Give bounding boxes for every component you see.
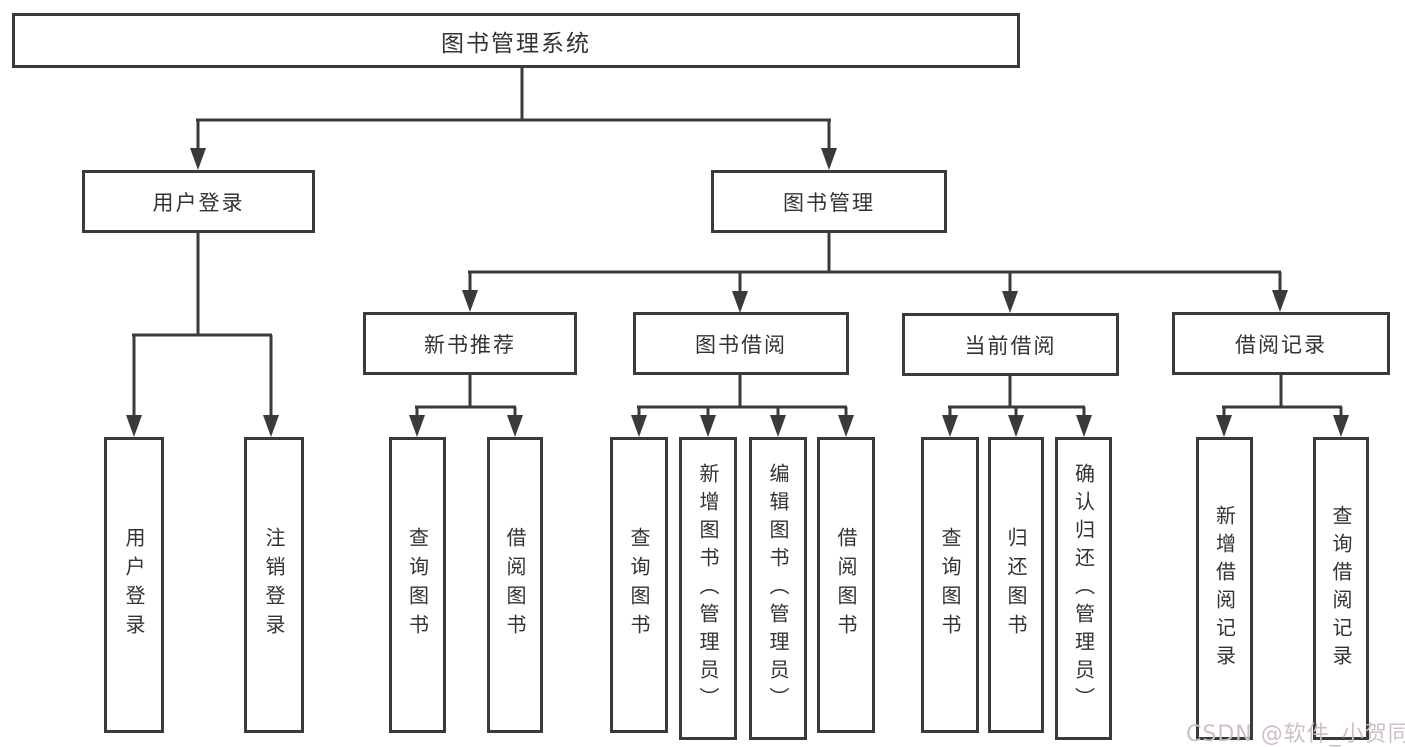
arrowhead-icon — [1216, 415, 1232, 437]
arrowhead-icon — [631, 415, 647, 437]
arrowhead-icon — [1333, 415, 1349, 437]
node-nbr-query-books: 查询图书 — [389, 437, 446, 733]
node-br-query-record: 查询借阅记录 — [1313, 437, 1369, 740]
node-nbr-borrow-books: 借阅图书 — [487, 437, 543, 733]
node-br-add-record: 新增借阅记录 — [1196, 437, 1253, 740]
watermark: CSDN @软件_小贺同学 — [1186, 722, 1405, 747]
arrowhead-icon — [462, 290, 478, 312]
node-book-management: 图书管理 — [711, 170, 947, 233]
node-user-login: 用户登录 — [82, 170, 315, 233]
arrowhead-icon — [1008, 415, 1024, 437]
arrowhead-icon — [1272, 290, 1288, 312]
node-bb-edit-books-admin: 编辑图书（管理员） — [749, 437, 807, 740]
node-current-borrow: 当前借阅 — [902, 313, 1119, 376]
node-new-book-recommend: 新书推荐 — [363, 312, 577, 375]
arrowhead-icon — [126, 415, 142, 437]
node-book-borrow: 图书借阅 — [633, 312, 849, 375]
arrowhead-icon — [770, 415, 786, 437]
arrowhead-icon — [507, 415, 523, 437]
arrowhead-icon — [263, 415, 279, 437]
node-root: 图书管理系统 — [12, 13, 1020, 68]
arrowhead-icon — [1002, 291, 1018, 313]
arrowhead-icon — [190, 148, 206, 170]
node-bb-borrow-books: 借阅图书 — [817, 437, 875, 733]
arrowhead-icon — [942, 415, 958, 437]
arrowhead-icon — [409, 415, 425, 437]
node-logout: 注销登录 — [244, 437, 304, 733]
node-cb-confirm-return-admin: 确认归还（管理员） — [1055, 437, 1112, 740]
node-bb-add-books-admin: 新增图书（管理员） — [679, 437, 737, 740]
arrowhead-icon — [821, 148, 837, 170]
arrowhead-icon — [732, 291, 748, 313]
node-login: 用户登录 — [104, 437, 164, 733]
arrowhead-icon — [838, 415, 854, 437]
node-borrow-record: 借阅记录 — [1172, 312, 1390, 375]
node-cb-query-books: 查询图书 — [921, 437, 979, 733]
arrowhead-icon — [1076, 415, 1092, 437]
node-bb-query-books: 查询图书 — [610, 437, 668, 733]
arrowhead-icon — [700, 415, 716, 437]
node-cb-return-books: 归还图书 — [988, 437, 1044, 733]
